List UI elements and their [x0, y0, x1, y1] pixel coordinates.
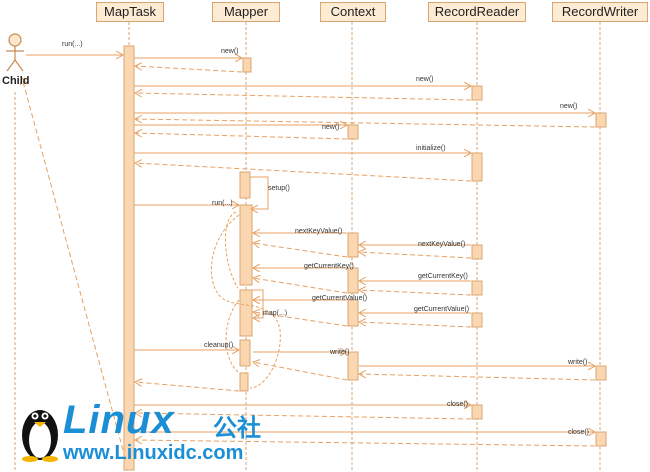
activation-context-new [347, 124, 359, 140]
tux-penguin-icon [22, 410, 58, 462]
label-close-rw: close() [568, 429, 589, 436]
label-new-reader: new() [416, 76, 434, 83]
label-close-rr: close() [447, 401, 468, 408]
activation-recordwriter-new [595, 112, 607, 128]
activation-recordwriter-close [595, 431, 607, 447]
participant-recordreader: RecordReader [428, 2, 526, 22]
activation-recordreader-init [471, 152, 483, 182]
watermark-suffix: 公社 [213, 414, 261, 442]
activation-recordreader-gcv [471, 312, 483, 328]
arrow-setup [250, 176, 269, 209]
activation-context-gck [347, 267, 359, 294]
activation-context-gcv [347, 299, 359, 327]
label-gcv-rr: getCurrentValue() [414, 306, 469, 313]
return-nkv-ctx [253, 243, 348, 258]
activation-mapper-map [239, 289, 253, 337]
return-initialize [135, 163, 472, 182]
activation-recordreader-gck [471, 280, 483, 296]
participant-recordwriter: RecordWriter [552, 2, 648, 22]
label-setup: setup() [268, 185, 290, 192]
return-close-rw [135, 440, 596, 447]
activation-recordreader-new [471, 85, 483, 101]
activation-maptask [123, 45, 135, 471]
activation-recordwriter-write [595, 365, 607, 381]
participant-context: Context [320, 2, 386, 22]
loop-curve-run [224, 211, 239, 289]
label-gcv-ctx: getCurrentValue() [312, 295, 367, 302]
return-run-child [22, 78, 124, 451]
return-nkv-rr [359, 252, 472, 259]
label-gck-ctx: getCurrentKey() [304, 263, 354, 270]
child-actor-icon [6, 33, 24, 72]
label-run-child: run(...) [62, 41, 83, 48]
return-new-context [135, 133, 348, 140]
label-cleanup: cleanup() [204, 342, 233, 349]
watermark-brand: Linux [63, 398, 175, 442]
watermark: Linux 公社 www.Linuxidc.com [18, 398, 278, 468]
label-new-context: new() [322, 124, 340, 131]
return-new-reader [135, 93, 472, 101]
activation-recordreader-close [471, 404, 483, 420]
label-new-mapper: new() [221, 48, 239, 55]
activation-context-nkv [347, 232, 359, 258]
participant-mapper: Mapper [212, 2, 280, 22]
return-close-rr [135, 413, 472, 420]
participant-maptask: MapTask [96, 2, 164, 22]
label-nkv-ctx: nextKeyValue() [295, 228, 342, 235]
return-gck-rr [359, 290, 472, 296]
label-gck-rr: getCurrentKey() [418, 273, 468, 280]
return-new-writer [135, 119, 596, 128]
return-mapper-run [135, 382, 240, 392]
activation-mapper-new [242, 57, 252, 73]
activation-mapper-setup [239, 171, 251, 199]
activation-context-write [347, 351, 359, 381]
activation-mapper-run [239, 204, 253, 286]
loop-curve-outer [210, 214, 281, 389]
return-write-rw [359, 374, 596, 381]
loop-curve-left [225, 299, 240, 373]
label-run-mapper: run(...) [212, 200, 233, 207]
watermark-url: www.Linuxidc.com [63, 442, 244, 464]
label-write-ctx: write() [329, 349, 349, 356]
label-nkv-rr: nextKeyValue() [418, 241, 465, 248]
return-gcv-rr [359, 322, 472, 328]
label-map: map(...) [263, 310, 287, 317]
label-new-writer: new() [560, 103, 578, 110]
activation-mapper-cleanup [239, 339, 251, 367]
activation-recordreader-nkv [471, 244, 483, 260]
return-new-mapper [135, 66, 243, 73]
actor-label-child: Child [2, 75, 30, 87]
return-gck-ctx [253, 278, 348, 294]
label-initialize: initialize() [416, 145, 446, 152]
activation-mapper-end [239, 372, 249, 392]
label-write-rw: write() [567, 359, 587, 366]
arrow-map [252, 289, 264, 318]
